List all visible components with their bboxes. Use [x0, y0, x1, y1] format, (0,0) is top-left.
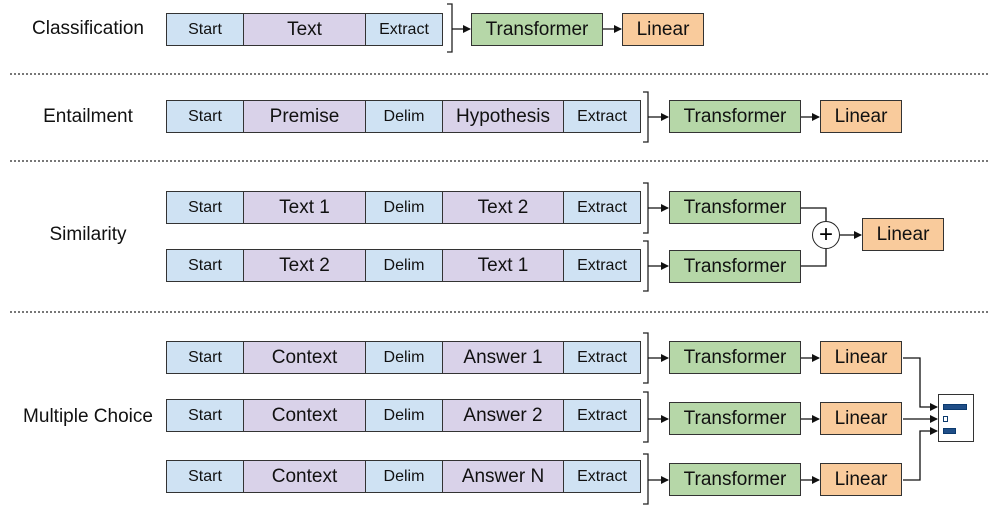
linear-block: Linear — [820, 463, 902, 496]
transformer-block: Transformer — [669, 191, 801, 224]
token-text-1: Text 1 — [243, 191, 366, 224]
input-bracket — [643, 91, 649, 143]
input-bracket — [643, 332, 649, 384]
input-bracket — [643, 240, 649, 292]
token-start: Start — [166, 399, 244, 432]
connector-line — [903, 357, 938, 411]
transformer-block: Transformer — [669, 341, 801, 374]
transformer-block: Transformer — [669, 100, 801, 133]
token-delim: Delim — [365, 191, 443, 224]
transformer-block: Transformer — [669, 250, 801, 283]
linear-block: Linear — [622, 13, 704, 46]
token-text-1: Text 1 — [442, 249, 564, 282]
token-start: Start — [166, 13, 244, 46]
token-extract: Extract — [563, 341, 641, 374]
task-label-similarity: Similarity — [49, 224, 127, 245]
token-extract: Extract — [563, 249, 641, 282]
transformer-block: Transformer — [669, 402, 801, 435]
section-divider — [10, 73, 988, 75]
input-bracket — [643, 391, 649, 443]
section-divider — [10, 160, 988, 162]
token-start: Start — [166, 341, 244, 374]
softmax-bar — [943, 416, 948, 422]
token-extract: Extract — [563, 100, 641, 133]
connector-line — [903, 427, 938, 481]
connector-line — [801, 249, 827, 267]
token-context: Context — [243, 460, 366, 493]
token-answer-n: Answer N — [442, 460, 564, 493]
token-answer-2: Answer 2 — [442, 399, 564, 432]
token-delim: Delim — [365, 399, 443, 432]
token-delim: Delim — [365, 249, 443, 282]
linear-block: Linear — [820, 402, 902, 435]
token-extract: Extract — [365, 13, 443, 46]
token-start: Start — [166, 191, 244, 224]
token-context: Context — [243, 399, 366, 432]
token-answer-1: Answer 1 — [442, 341, 564, 374]
plus-icon: + — [812, 221, 840, 249]
linear-block: Linear — [820, 341, 902, 374]
softmax-bar — [943, 428, 956, 434]
token-premise: Premise — [243, 100, 366, 133]
token-extract: Extract — [563, 399, 641, 432]
token-delim: Delim — [365, 460, 443, 493]
transformer-block: Transformer — [669, 463, 801, 496]
token-delim: Delim — [365, 341, 443, 374]
task-label-entailment: Entailment — [43, 106, 133, 127]
input-bracket — [643, 182, 649, 234]
token-extract: Extract — [563, 460, 641, 493]
section-divider — [10, 311, 988, 313]
token-text-2: Text 2 — [243, 249, 366, 282]
token-extract: Extract — [563, 191, 641, 224]
token-start: Start — [166, 100, 244, 133]
token-text-2: Text 2 — [442, 191, 564, 224]
transformer-block: Transformer — [471, 13, 603, 46]
token-start: Start — [166, 249, 244, 282]
linear-block: Linear — [862, 218, 944, 251]
token-context: Context — [243, 341, 366, 374]
softmax-bar — [943, 404, 967, 410]
connector-line — [801, 207, 827, 221]
token-hypothesis: Hypothesis — [442, 100, 564, 133]
input-bracket — [643, 453, 649, 505]
task-label-classification: Classification — [32, 18, 144, 39]
softmax-bars-icon — [938, 394, 974, 442]
token-start: Start — [166, 460, 244, 493]
input-bracket — [447, 3, 453, 53]
token-delim: Delim — [365, 100, 443, 133]
task-label-multiple-choice: Multiple Choice — [23, 406, 153, 427]
linear-block: Linear — [820, 100, 902, 133]
token-text: Text — [243, 13, 366, 46]
